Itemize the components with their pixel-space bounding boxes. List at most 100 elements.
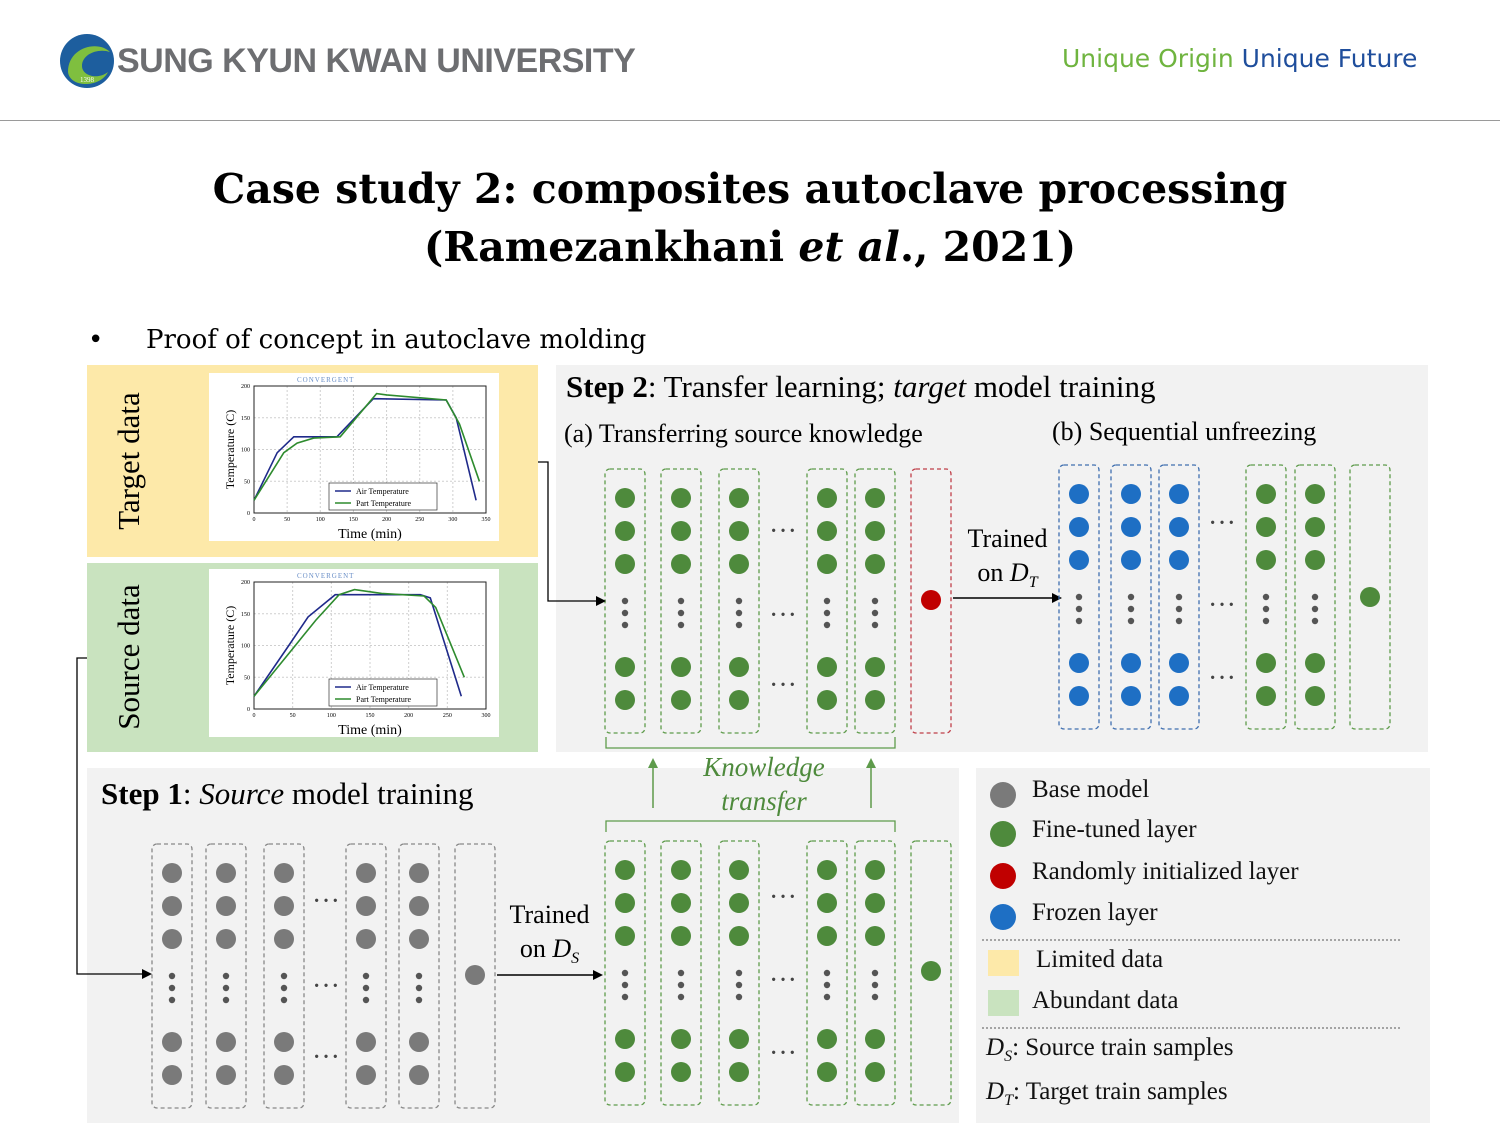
legend-base-model: Base model [1032, 776, 1150, 803]
layer-node [817, 488, 837, 508]
layer-column [345, 843, 387, 1109]
layer-node [162, 863, 182, 883]
x-tick-label: 0 [253, 713, 256, 719]
layer-node [729, 860, 749, 880]
step2-subtitle-a: (a) Transferring source knowledge [564, 419, 923, 448]
layer-node [1256, 484, 1276, 504]
layer-column [1294, 464, 1336, 730]
ellipsis-dot [222, 984, 230, 992]
series-line-air [253, 593, 463, 697]
ellipsis-dot [1127, 605, 1135, 613]
layer-node [274, 863, 294, 883]
layer-column [806, 840, 848, 1106]
output-node [1360, 587, 1380, 607]
slogan: Unique Origin Unique Future [1062, 44, 1417, 73]
layer-node [729, 657, 749, 677]
ellipsis-dot [280, 972, 288, 980]
layer-node [1305, 517, 1325, 537]
layer-node [865, 1062, 885, 1082]
ellipsis-dot [1075, 617, 1083, 625]
ellipsis-dot [735, 609, 743, 617]
layer-node [615, 1029, 635, 1049]
layer-node [729, 690, 749, 710]
chart-brand: CONVERGENT [297, 376, 354, 384]
ellipsis-dot [871, 597, 879, 605]
legend-abundant-data: Abundant data [1032, 987, 1179, 1014]
ellipsis-dot [735, 621, 743, 629]
layer-node [817, 1029, 837, 1049]
random-init-node [921, 590, 941, 610]
target-connector-arrowhead [596, 596, 606, 606]
layer-node [216, 929, 236, 949]
bullet-text: Proof of concept in autoclave molding [146, 325, 647, 355]
layer-node [865, 860, 885, 880]
layer-node [1121, 686, 1141, 706]
title-line-2: (Ramezankhani et al., 2021) [423, 223, 1077, 271]
layer-column [1158, 464, 1200, 730]
layer-node [409, 863, 429, 883]
layer-node [1305, 653, 1325, 673]
layer-column [854, 840, 896, 1106]
ellipsis-dot [871, 993, 879, 1001]
x-tick-label: 250 [443, 713, 452, 719]
layer-node [615, 488, 635, 508]
layer-node [671, 860, 691, 880]
layer-node [729, 893, 749, 913]
ellipsis-dot [871, 981, 879, 989]
y-axis-label: Temperature (C) [223, 606, 237, 685]
layer-column [151, 843, 193, 1109]
ellipsis-dot [1075, 605, 1083, 613]
layer-column [1058, 464, 1100, 730]
ellipsis-dot [823, 981, 831, 989]
slogan-origin: Unique Origin [1062, 44, 1234, 73]
step1-title: Step 1: Source model training [101, 776, 474, 811]
layer-node [1169, 517, 1189, 537]
layer-node [356, 896, 376, 916]
y-tick-label: 100 [241, 448, 250, 454]
y-axis-label: Temperature (C) [223, 410, 237, 489]
layer-node [615, 893, 635, 913]
target-connector [538, 461, 598, 602]
knowledge-arrowhead [866, 758, 876, 768]
layer-node [1121, 484, 1141, 504]
layer-node [1256, 686, 1276, 706]
ellipsis-dot [1075, 593, 1083, 601]
layer-node [671, 657, 691, 677]
layer-column [1245, 464, 1287, 730]
y-tick-label: 0 [247, 707, 250, 713]
layer-node [1069, 550, 1089, 570]
source-connector [76, 657, 144, 975]
y-tick-label: 50 [244, 479, 250, 485]
ellipsis-dot [823, 609, 831, 617]
chart-legend-label: Air Temperature [356, 487, 409, 496]
layer-node [865, 926, 885, 946]
layer-node [729, 521, 749, 541]
x-axis-label: Time (min) [338, 723, 402, 737]
legend-swatches [982, 782, 1400, 1029]
layer-node [1069, 517, 1089, 537]
layer-node [817, 926, 837, 946]
layer-node [1069, 484, 1089, 504]
legend-limited-swatch [988, 950, 1019, 976]
ellipsis-horizontal: ··· [769, 670, 797, 701]
output-layer-column [910, 468, 952, 734]
ellipsis-dot [621, 993, 629, 1001]
ellipsis-horizontal: ··· [1208, 508, 1236, 539]
layer-node [1169, 686, 1189, 706]
ellipsis-dot [280, 996, 288, 1004]
ellipsis-dot [362, 972, 370, 980]
layer-node [865, 521, 885, 541]
layer-node [356, 1032, 376, 1052]
university-name: SUNG KYUN KWAN UNIVERSITY [117, 42, 636, 80]
ellipsis-dot [1262, 605, 1270, 613]
y-tick-label: 100 [241, 644, 250, 650]
layer-node [615, 690, 635, 710]
legend-ds: DS: Source train samples [986, 1034, 1234, 1065]
ellipsis-dot [677, 993, 685, 1001]
title-line-1: Case study 2: composites autoclave proce… [212, 165, 1288, 213]
y-tick-label: 200 [241, 384, 250, 390]
layer-node [615, 554, 635, 574]
ellipsis-horizontal: ··· [312, 971, 340, 1002]
chart-legend-box [328, 482, 438, 511]
